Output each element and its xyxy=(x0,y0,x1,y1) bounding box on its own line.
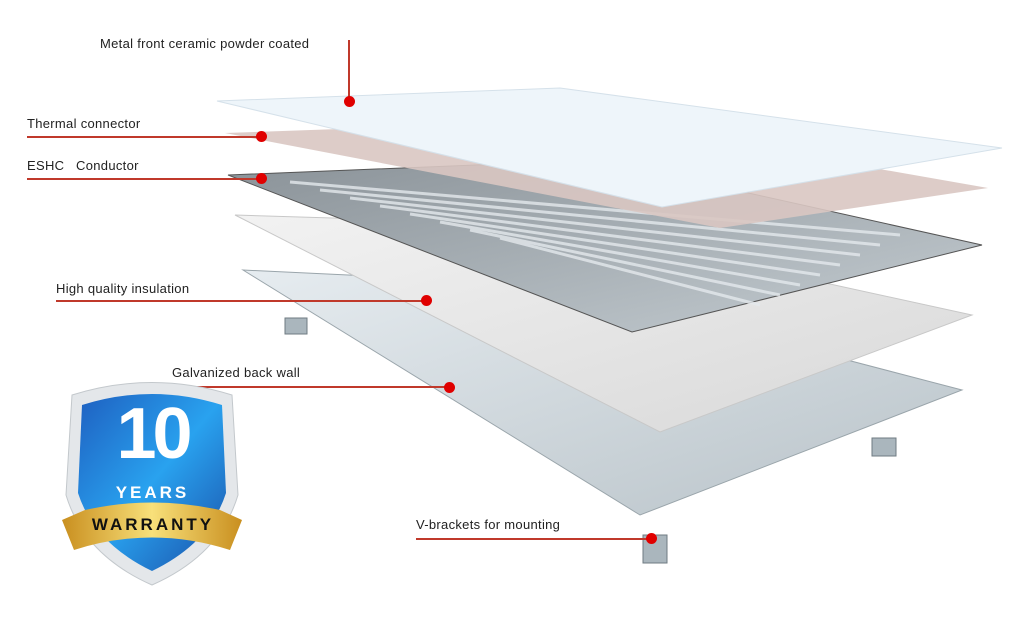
leader-line xyxy=(27,136,262,138)
shield-icon xyxy=(62,382,242,586)
v-bracket-icons xyxy=(284,317,897,564)
leader-line xyxy=(348,40,350,98)
marker-dot xyxy=(256,131,267,142)
label-v-brackets: V-brackets for mounting xyxy=(416,517,581,532)
marker-dot xyxy=(646,533,657,544)
badge-number: 10 xyxy=(116,394,192,474)
marker-dot xyxy=(444,382,455,393)
label-insulation: High quality insulation xyxy=(56,281,196,296)
badge-warranty: WARRANTY xyxy=(91,515,215,534)
marker-dot xyxy=(256,173,267,184)
label-galvanized-back-wall: Galvanized back wall xyxy=(172,365,341,380)
warranty-badge: 10 YEARS WARRANTY xyxy=(60,375,245,590)
badge-years: YEARS xyxy=(115,483,190,502)
leader-line xyxy=(27,178,262,180)
label-metal-front: Metal front ceramic powder coated xyxy=(100,36,316,51)
leader-line xyxy=(172,386,450,388)
marker-dot xyxy=(344,96,355,107)
leader-line xyxy=(416,538,652,540)
label-thermal-connector: Thermal connector xyxy=(27,116,147,131)
marker-dot xyxy=(421,295,432,306)
label-eshc-conductor: ESHC Conductor xyxy=(27,158,145,173)
leader-line xyxy=(56,300,426,302)
serpentine-element xyxy=(289,180,901,307)
metal-front-panel xyxy=(216,87,1003,208)
